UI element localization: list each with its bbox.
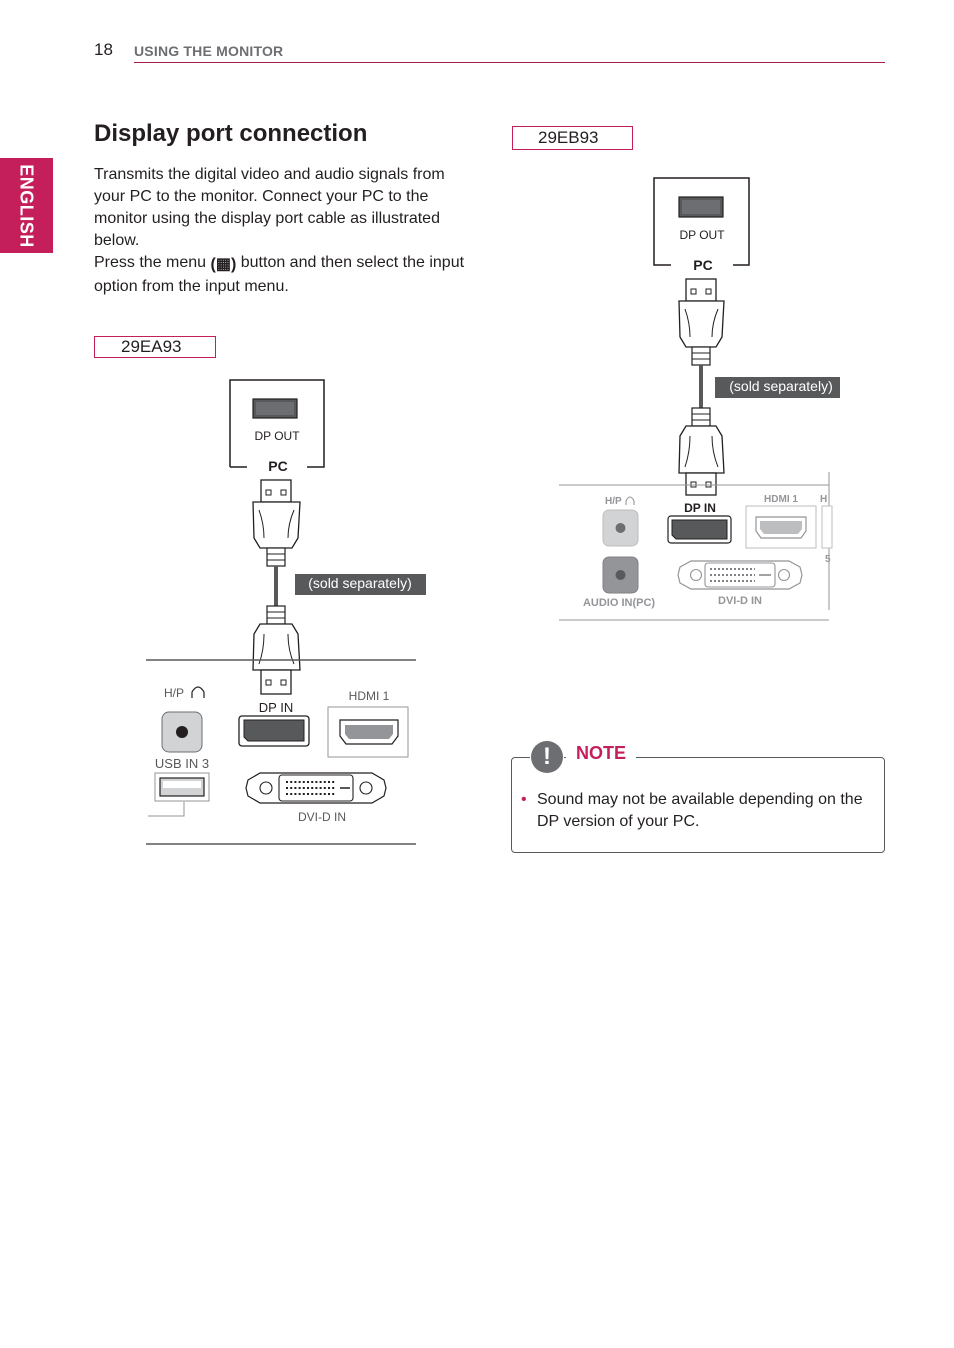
usb-in3-label: USB IN 3 bbox=[155, 756, 209, 771]
note-label: NOTE bbox=[566, 743, 637, 764]
dvi-d-label: DVI-D IN bbox=[718, 595, 762, 607]
dp-plug-body-bottom bbox=[252, 623, 301, 671]
dp-out-label: DP OUT bbox=[254, 429, 300, 443]
intro-paragraph: Transmits the digital video and audio si… bbox=[94, 166, 445, 249]
menu-instruction: Press the menu (▦) button and then selec… bbox=[94, 252, 469, 298]
sold-separately-label: (sold separately) bbox=[308, 575, 412, 591]
dp-plug-tip-bottom bbox=[685, 472, 717, 496]
language-label: ENGLISH bbox=[16, 164, 37, 248]
note-icon-wrapper: ! bbox=[530, 740, 564, 774]
pc-label: PC bbox=[693, 257, 712, 273]
hdmi2-label-partial: H bbox=[820, 494, 827, 505]
dp-in-label: DP IN bbox=[259, 700, 293, 715]
hp-label: H/P bbox=[164, 686, 184, 700]
page-number: 18 bbox=[94, 40, 113, 59]
model-label-29ea93: 29EA93 bbox=[94, 336, 216, 358]
audio-in-label: AUDIO IN(PC) bbox=[583, 597, 655, 609]
note-item: • Sound may not be available depending o… bbox=[521, 789, 871, 833]
hp-label: H/P bbox=[605, 496, 622, 507]
note-item-text: Sound may not be available depending on … bbox=[537, 791, 863, 830]
dvi-d-label: DVI-D IN bbox=[298, 810, 346, 824]
diagram-29eb93: DP OUT PC (sold separately) H/P AUDIO IN… bbox=[559, 177, 840, 621]
pc-label: PC bbox=[268, 458, 287, 474]
exclamation-icon: ! bbox=[531, 741, 563, 773]
dp-in-label: DP IN bbox=[684, 501, 716, 515]
headphone-icon bbox=[625, 496, 635, 505]
menu-button-icon: (▦) bbox=[210, 256, 237, 273]
pc-box bbox=[653, 177, 750, 266]
headphone-icon bbox=[191, 686, 205, 698]
hdmi1-label: HDMI 1 bbox=[349, 689, 390, 703]
section-title: USING THE MONITOR bbox=[134, 43, 284, 59]
header-divider bbox=[134, 62, 885, 63]
sold-separately-tag bbox=[295, 574, 426, 595]
model-label-29eb93: 29EB93 bbox=[512, 126, 633, 150]
dp-out-label: DP OUT bbox=[679, 228, 725, 242]
pc-box bbox=[229, 379, 325, 468]
note-box bbox=[511, 757, 885, 853]
sold-separately-tag bbox=[715, 377, 840, 398]
diagram-29ea93: DP OUT PC (sold separately) H/P DP IN HD… bbox=[146, 379, 426, 845]
dp-plug-body-top bbox=[678, 300, 725, 348]
menu-instruction-before: Press the menu bbox=[94, 254, 207, 271]
dp-plug-body-top bbox=[252, 501, 301, 549]
menu-instruction-after: button and then select the input option … bbox=[94, 254, 465, 295]
intro-text: Transmits the digital video and audio si… bbox=[94, 164, 469, 298]
sold-separately-label: (sold separately) bbox=[729, 378, 833, 394]
note-bullet: • bbox=[521, 791, 527, 808]
hdmi1-label: HDMI 1 bbox=[764, 494, 798, 505]
page-title: Display port connection bbox=[94, 120, 368, 147]
partial-label: 5 bbox=[825, 554, 831, 565]
language-tab: ENGLISH bbox=[0, 158, 53, 253]
